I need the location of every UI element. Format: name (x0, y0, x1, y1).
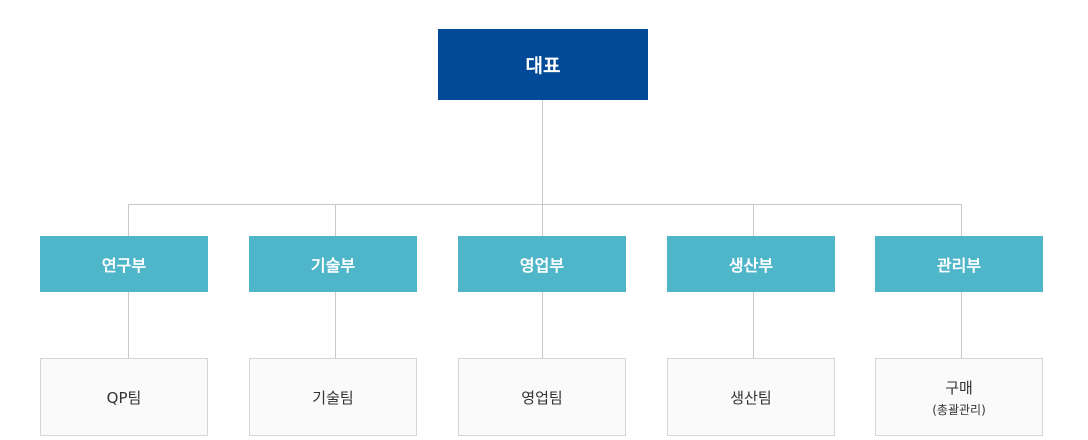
dept-connector-1 (128, 204, 129, 236)
dept-technology: 기술부 (249, 236, 417, 292)
dept-label: 기술부 (310, 256, 356, 275)
dept-sales: 영업부 (458, 236, 626, 292)
ceo-box: 대표 (438, 29, 648, 100)
team-label: 영업팀 (521, 388, 563, 407)
team-purchasing: 구매 (총괄관리) (875, 358, 1043, 436)
dept-management: 관리부 (875, 236, 1043, 292)
team-production: 생산팀 (667, 358, 835, 436)
team-connector-3 (542, 292, 543, 358)
dept-label: 관리부 (936, 256, 982, 275)
ceo-label: 대표 (525, 55, 561, 77)
team-connector-2 (335, 292, 336, 358)
team-technology: 기술팀 (249, 358, 417, 436)
team-label: 생산팀 (730, 388, 772, 407)
dept-connector-3 (542, 204, 543, 236)
ceo-connector (542, 100, 543, 205)
dept-research: 연구부 (40, 236, 208, 292)
team-qp: QP팀 (40, 358, 208, 436)
dept-connector-4 (753, 204, 754, 236)
team-connector-5 (961, 292, 962, 358)
team-connector-4 (753, 292, 754, 358)
horizontal-connector (128, 204, 962, 205)
dept-label: 영업부 (519, 256, 565, 275)
dept-connector-2 (335, 204, 336, 236)
team-sales: 영업팀 (458, 358, 626, 436)
team-label: QP팀 (106, 388, 142, 407)
dept-label: 연구부 (101, 256, 147, 275)
team-connector-1 (128, 292, 129, 358)
dept-production: 생산부 (667, 236, 835, 292)
dept-connector-5 (961, 204, 962, 236)
team-sublabel: (총괄관리) (932, 402, 986, 417)
dept-label: 생산부 (728, 256, 774, 275)
team-label: 구매 (945, 378, 973, 397)
team-label: 기술팀 (312, 388, 354, 407)
